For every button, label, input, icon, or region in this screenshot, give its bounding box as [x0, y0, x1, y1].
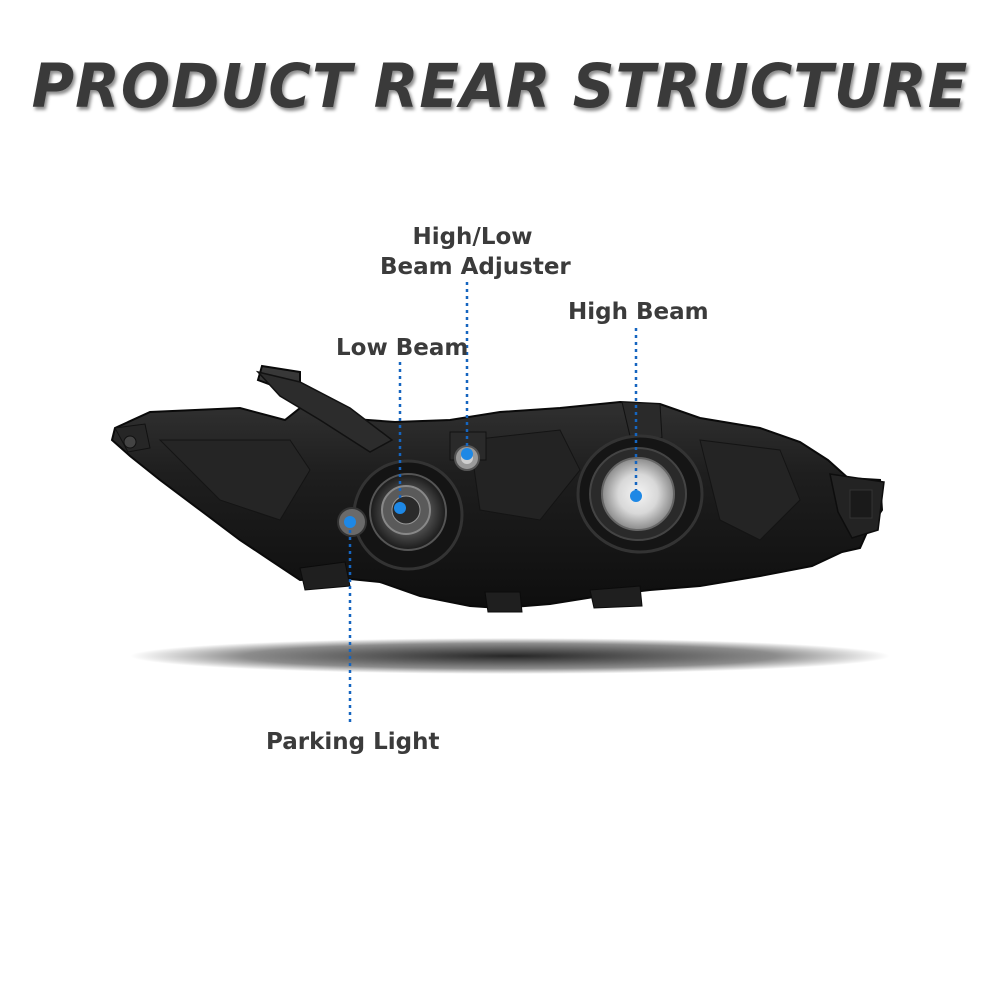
headlight-housing [110, 364, 885, 613]
low-beam-socket [352, 459, 464, 571]
floor-shadow [130, 638, 890, 674]
high-low-adjuster-label: High/Low Beam Adjuster [380, 222, 571, 282]
high-beam-marker-dot [630, 490, 642, 502]
page-title: PRODUCT REAR STRUCTURE [31, 50, 969, 122]
high-low-adjuster-label-line2: Beam Adjuster [380, 254, 571, 280]
adjuster-marker-dot [461, 448, 473, 460]
high-beam-label: High Beam [568, 299, 709, 325]
beam-adjuster-screw [449, 431, 487, 471]
low-beam-label: Low Beam [336, 335, 469, 361]
high-low-adjuster-label-line1: High/Low [412, 224, 533, 250]
low-beam-marker-dot [394, 502, 406, 514]
parking-light-marker-dot [344, 516, 356, 528]
parking-light-label: Parking Light [266, 729, 440, 755]
